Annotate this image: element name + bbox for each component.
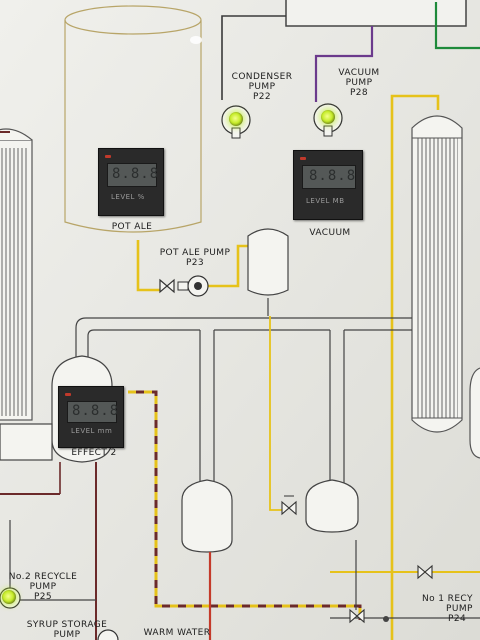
status-led [65,393,71,396]
label-line: P23 [185,258,205,268]
level-display: 8.8.8 [107,163,160,187]
no1-recycle-pump-label: No 1 RECY PUMP P24 [422,594,480,624]
vacuum-pump-lamp[interactable] [321,110,335,124]
status-led [105,155,111,158]
label-line: CONDENSER [231,72,293,82]
label-line: PUMP [53,630,81,640]
label-line: P28 [349,88,369,98]
header-vessel [285,0,467,27]
pot-ale-pump-symbol [177,275,209,297]
label-line: VACUUM [338,68,380,78]
right-heat-exchanger [411,115,463,433]
label-line: PUMP [29,582,57,592]
label-line: No 1 RECY [422,594,473,604]
level-display: 8.8.8 [302,165,356,189]
condenser-line [221,15,286,100]
main-vapour-header [75,317,412,484]
label-line: PUMP [446,604,473,614]
bottom-valve-2 [417,564,433,580]
glare [190,36,202,44]
no2-recycle-pump-lamp[interactable] [2,590,16,604]
pot-ale-level-indicator[interactable]: 8.8.8 LEVEL % [98,148,164,216]
status-led [300,157,306,160]
level-display: 8.8.8 [67,401,120,423]
label-line: P22 [252,92,272,102]
condenser-pump-label: CONDENSER PUMP P22 [222,72,302,102]
condenser-pump-lamp[interactable] [229,112,243,126]
lower-vessel-1 [181,479,233,553]
lower-vessel-2 [305,479,359,533]
effect-2-label: EFFECT 2 [71,448,117,458]
pot-ale-pump-label: POT ALE PUMP P23 [150,248,240,268]
left-heat-exchanger [0,128,33,421]
bottom-valve-1 [349,608,365,624]
label-line: SYRUP STORAGE [26,620,108,630]
pot-ale-valve [159,278,175,294]
pot-ale-label: POT ALE [111,222,153,232]
syrup-storage-pump-label: SYRUP STORAGE PUMP [24,620,110,640]
no2-recycle-pump-label: No.2 RECYCLE PUMP P25 [6,572,80,602]
warm-water-label: WARM WATER [143,628,211,638]
receiver-vessel [247,228,289,296]
label-line: PUMP [248,82,276,92]
label-line: No.2 RECYCLE [8,572,78,582]
level-readout: 8.8.8 [72,403,120,419]
vacuum-line [314,26,374,102]
label-line: P25 [33,592,53,602]
yellow-riser [390,94,440,640]
level-unit: LEVEL mm [71,427,113,435]
level-unit: LEVEL % [111,193,145,201]
green-line [434,2,480,50]
label-line: POT ALE PUMP [159,248,231,258]
label-line: PUMP [345,78,373,88]
level-unit: LEVEL MB [306,197,345,205]
pot-ale-tank [64,5,202,233]
level-readout: 8.8.8 [309,168,357,184]
vacuum-pump-label: VACUUM PUMP P28 [324,68,394,98]
effect-2-level-indicator[interactable]: 8.8.8 LEVEL mm [58,386,124,448]
vacuum-label: VACUUM [309,228,351,238]
level-readout: 8.8.8 [112,166,160,182]
vacuum-level-indicator[interactable]: 8.8.8 LEVEL MB [293,150,363,220]
label-line: P24 [448,614,467,624]
receiver-valve [281,495,297,516]
